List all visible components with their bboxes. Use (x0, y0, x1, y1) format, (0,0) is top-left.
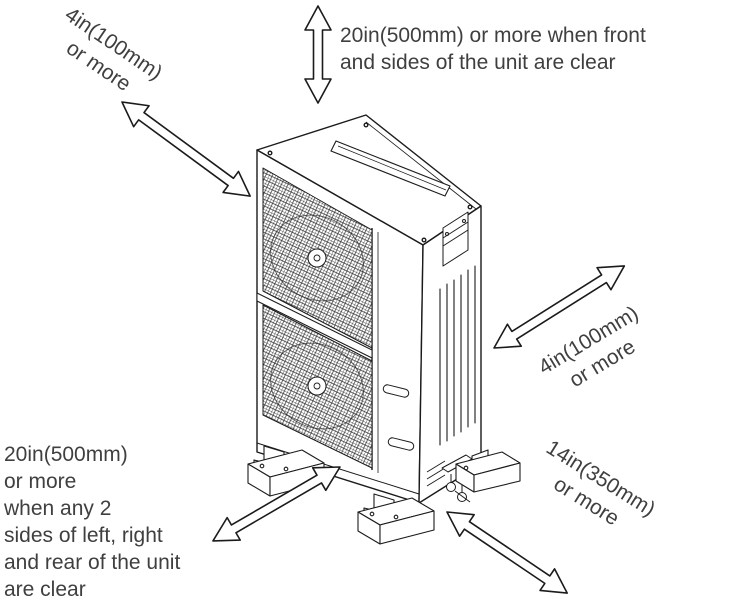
unit-louvers (439, 265, 476, 446)
unit-front-grille-lower (262, 304, 373, 469)
unit-foot-left (247, 445, 325, 497)
clearance-label-bottom-left-line6: are clear (4, 578, 86, 601)
unit-top-face (256, 114, 482, 254)
clearance-label-bottom-left-line3: when any 2 (4, 497, 112, 520)
clearance-arrow-bottom-left (212, 466, 341, 542)
clearance-arrow-bottom-right (446, 511, 569, 594)
fan-hub-lower (307, 376, 327, 396)
unit-top-handle-slot (330, 140, 451, 197)
fan-hub-upper (307, 248, 327, 268)
unit-drain-vents (426, 460, 446, 487)
unit-mounting-feet (247, 445, 521, 545)
clearance-label-top: 20in(500mm) or more when front and sides… (340, 22, 646, 76)
clearance-label-top-line2: and sides of the unit are clear (340, 51, 616, 74)
clearance-arrow-top (304, 5, 332, 104)
outdoor-unit-illustration (247, 114, 521, 545)
unit-foot-front (357, 493, 435, 545)
clearance-label-bottom-left-line1: 20in(500mm) (4, 443, 128, 466)
clearance-arrow-top-left (121, 101, 251, 197)
unit-grille-divider (256, 292, 373, 359)
unit-foot-rear (455, 449, 521, 493)
unit-panel-slot-lower (387, 437, 415, 451)
clearance-label-bottom-left-line2: or more (4, 470, 77, 493)
clearance-label-top-line1: 20in(500mm) or more when front (340, 24, 646, 47)
clearance-label-bottom-left: 20in(500mm) or more when any 2 sides of … (4, 441, 180, 603)
clearance-label-bottom-left-line5: and rear of the unit (4, 551, 181, 574)
clearance-arrow-right (493, 265, 626, 349)
unit-panel-slot-upper (382, 384, 410, 398)
unit-front-grille-upper (262, 167, 373, 349)
clearance-label-bottom-left-line4: sides of left, right (4, 524, 163, 547)
unit-electrical-box (442, 211, 469, 267)
